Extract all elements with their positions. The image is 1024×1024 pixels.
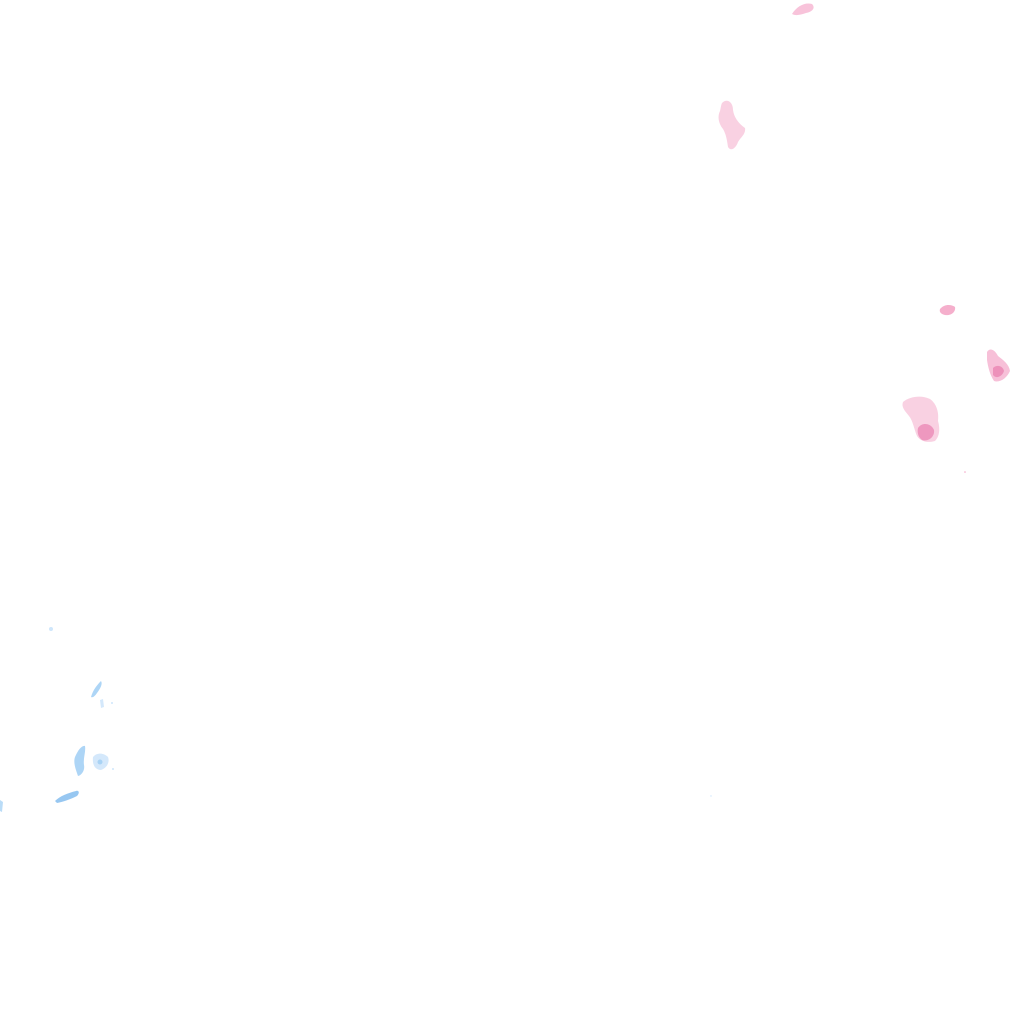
blue-patch-upper [91, 681, 102, 698]
blue-anomaly-layer [0, 627, 712, 812]
pink-patch-small [939, 304, 956, 316]
pink-anomaly-layer [718, 3, 1010, 473]
blue-speck-middle-a [97, 759, 103, 765]
pink-patch-right-core [993, 365, 1004, 378]
blue-patch-lower [55, 790, 79, 803]
blue-speck-upper [111, 702, 113, 704]
pink-patch-top-edge [792, 3, 814, 16]
pink-patch-right [987, 349, 1010, 382]
blue-patch-edge [0, 800, 3, 812]
pink-patch-large-core [917, 424, 935, 441]
blue-speck-faint [710, 795, 712, 797]
blue-speck-top [49, 627, 53, 631]
pink-patch-upper [718, 100, 746, 150]
blue-speck-middle-b [112, 768, 114, 770]
blue-patch-middle-left [74, 745, 86, 776]
pink-speck [964, 471, 966, 473]
blue-patch-upper-fragment [100, 699, 104, 708]
